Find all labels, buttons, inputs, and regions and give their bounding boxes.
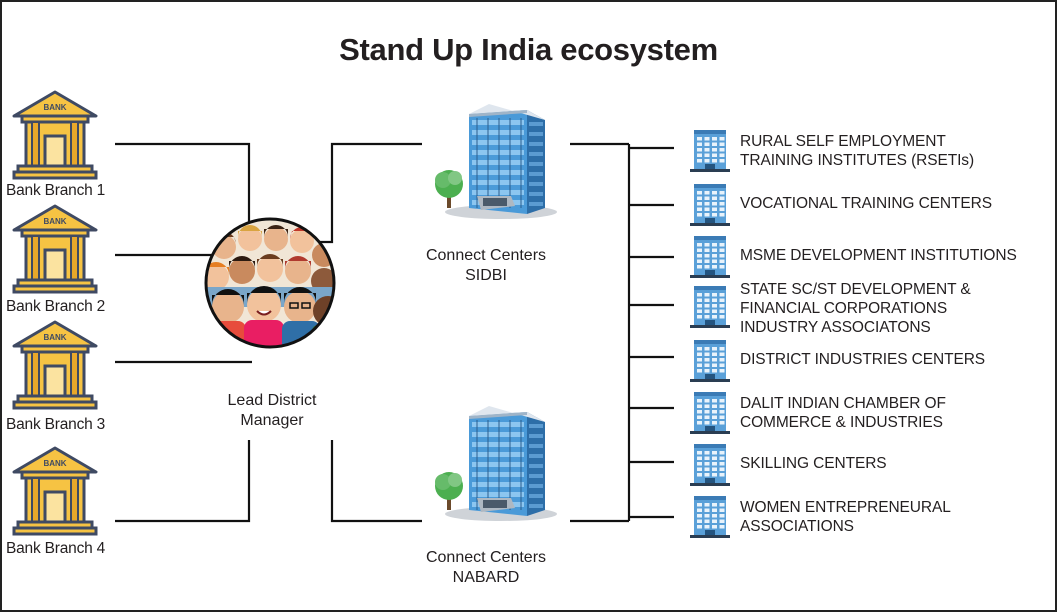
connect-center-label-line2: NABARD	[452, 569, 520, 586]
institution-label-line: DISTRICT INDUSTRIES CENTERS	[740, 351, 986, 368]
institution-label-line: TRAINING INSTITUTES (RSETIs)	[740, 152, 975, 169]
ldm-label-line1: Lead District	[227, 392, 317, 409]
ldm-nabard-connector	[330, 440, 422, 523]
office-building-icon	[690, 338, 730, 382]
connect-center-sidbi-building-icon	[429, 100, 559, 220]
bank-sign-text: BANK	[43, 103, 67, 112]
ldm-sidbi-connector	[318, 142, 422, 244]
institution-label-line: DALIT INDIAN CHAMBER OF	[740, 395, 946, 412]
bank-branch-3-label: Bank Branch 3	[6, 416, 106, 433]
bank1-connector	[115, 142, 251, 230]
connect-center-label-line2: SIDBI	[465, 267, 507, 284]
institution-label-line: INDUSTRY ASSOCIATONS	[740, 319, 931, 336]
institution-label: RURAL SELF EMPLOYMENT TRAINING INSTITUTES…	[740, 132, 1055, 170]
institution-label-line: STATE SC/ST DEVELOPMENT &	[740, 281, 971, 298]
institution-label-line: RURAL SELF EMPLOYMENT	[740, 133, 946, 150]
office-building-icon	[690, 128, 730, 172]
connect-center-label-line1: Connect Centers	[425, 247, 547, 264]
bank-branch-4-label: Bank Branch 4	[6, 540, 106, 557]
institution-label: SKILLING CENTERS	[740, 454, 1055, 473]
bank-branch-2-icon: BANK	[12, 204, 98, 294]
ldm-label-line2: Manager	[240, 412, 304, 429]
institution-label: DALIT INDIAN CHAMBER OF COMMERCE & INDUST…	[740, 394, 1055, 432]
lead-district-manager-crowd-image	[204, 217, 336, 349]
institution-label-line: VOCATIONAL TRAINING CENTERS	[740, 195, 992, 212]
institution-label-line: WOMEN ENTREPRENEURAL	[740, 499, 951, 516]
office-building-icon	[690, 442, 730, 486]
institution-label-line: FINANCIAL CORPORATIONS	[740, 300, 948, 317]
bank4-connector	[115, 440, 251, 523]
institution-label-line: COMMERCE & INDUSTRIES	[740, 414, 943, 431]
institution-label: VOCATIONAL TRAINING CENTERS	[740, 194, 1055, 213]
office-building-icon	[690, 390, 730, 434]
bank-sign-text: BANK	[43, 459, 67, 468]
office-building-icon	[690, 284, 730, 328]
bank-sign-text: BANK	[43, 217, 67, 226]
institution-label: WOMEN ENTREPRENEURAL ASSOCIATIONS	[740, 498, 1055, 536]
bank-sign-text: BANK	[43, 333, 67, 342]
institution-label: STATE SC/ST DEVELOPMENT & FINANCIAL CORPO…	[740, 280, 1055, 337]
lead-district-manager-label: Lead District Manager	[207, 391, 337, 431]
connect-center-label-line1: Connect Centers	[425, 549, 547, 566]
bank-branch-3-icon: BANK	[12, 320, 98, 410]
office-building-icon	[690, 494, 730, 538]
bank-branch-2-label: Bank Branch 2	[6, 298, 106, 315]
bank-branch-1-icon: BANK	[12, 90, 98, 180]
institution-label-line: MSME DEVELOPMENT INSTITUTIONS	[740, 247, 1017, 264]
bank-branch-1-label: Bank Branch 1	[6, 182, 106, 199]
connect-center-nabard-building-icon	[429, 402, 559, 522]
institution-label-line: SKILLING CENTERS	[740, 455, 887, 472]
office-building-icon	[690, 182, 730, 226]
diagram-title: Stand Up India ecosystem	[339, 32, 718, 67]
office-building-icon	[690, 234, 730, 278]
institution-label: DISTRICT INDUSTRIES CENTERS	[740, 350, 1055, 369]
bank-branch-4-icon: BANK	[12, 446, 98, 536]
institution-label: MSME DEVELOPMENT INSTITUTIONS	[740, 246, 1055, 265]
institution-label-line: ASSOCIATIONS	[740, 518, 854, 535]
